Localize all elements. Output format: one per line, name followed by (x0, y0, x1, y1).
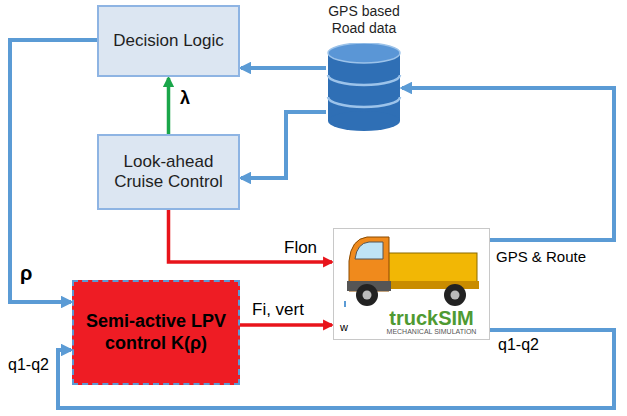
connector-arrow (240, 323, 332, 327)
process-box: Decision Logic (97, 5, 240, 77)
controller-box: Semi-active LPV control K(ρ) (72, 280, 240, 385)
force-label: Fi, vert (250, 300, 306, 320)
signal-label: λ (178, 88, 192, 109)
signal-label: q1-q2 (496, 336, 541, 354)
connector-arrow (402, 88, 614, 240)
database-cylinder: GPS based Road data (318, 3, 410, 135)
simulator-box: w truckSIMMECHANICAL SIMULATION (333, 228, 490, 340)
node-label: Decision Logic (107, 31, 230, 51)
software-logo: truckSIM (389, 308, 473, 328)
connector-arrow (169, 210, 333, 262)
disturbance-label: w (340, 321, 348, 333)
force-label: Flon (282, 238, 319, 258)
node-label: Look-ahead Cruise Control (99, 152, 238, 193)
truck-illustration (337, 231, 487, 309)
signal-label: GPS & Route (494, 248, 588, 265)
connector-arrow (241, 112, 326, 178)
signal-label: q1-q2 (6, 356, 51, 374)
connector-arrow (167, 78, 171, 134)
signal-label: ρ (18, 262, 34, 285)
connector-arrow (10, 40, 97, 302)
software-tagline: MECHANICAL SIMULATION (387, 328, 477, 335)
node-label: Semi-active LPV control K(ρ) (74, 311, 238, 354)
database-icon (324, 43, 404, 135)
process-box: Look-ahead Cruise Control (97, 134, 240, 210)
connector-arrow (241, 66, 326, 70)
node-label: GPS based Road data (318, 3, 410, 37)
